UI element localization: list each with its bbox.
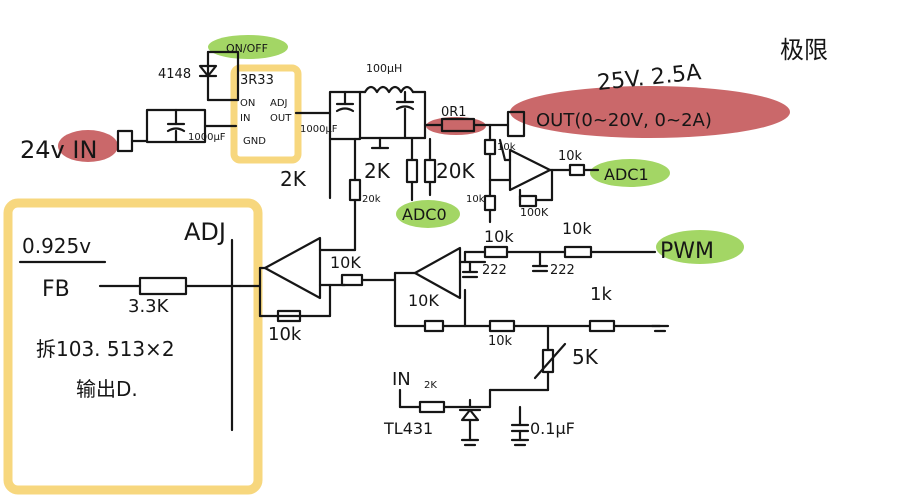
cap-in-label: 1000μF	[188, 132, 226, 143]
cap-out-label: 1000μF	[300, 124, 338, 135]
r-10k-rc2-label: 10k	[562, 219, 592, 238]
input-connector	[116, 129, 134, 153]
opamp-pwm	[413, 246, 462, 300]
opamp-current	[508, 148, 552, 192]
highlights	[3, 35, 790, 495]
adj-resistor-label: 3.3K	[128, 296, 170, 317]
cap-ref-label: 0.1μF	[530, 419, 575, 438]
r-10k-fb-label: 10K	[408, 291, 439, 310]
adj-voltage: 0.925v	[22, 234, 91, 258]
output-label: OUT(0~20V, 0~2A)	[536, 110, 712, 131]
labels: 24v IN 25V. 2.5A 极限 OUT(0~20V, 0~2A) 3R3…	[20, 36, 828, 438]
adj-note-line2: 输出D.	[76, 377, 138, 401]
inductor-label: 100μH	[366, 62, 402, 75]
r-10k-top-label: 10k	[497, 142, 516, 153]
r-1k-label: 1k	[590, 284, 612, 305]
ref-in-label: IN	[392, 369, 411, 390]
pwm-highlight	[656, 230, 744, 264]
ref-ic-label: TL431	[383, 419, 433, 438]
adj-highlight-box	[3, 198, 263, 495]
r-20k-b-label: 20k	[362, 194, 381, 205]
wiring	[18, 50, 670, 447]
adj-title: ADJ	[184, 218, 226, 246]
adc1-label: ADC1	[604, 165, 649, 184]
r-10k-rc1-label: 10k	[484, 227, 514, 246]
diode-4148	[198, 64, 218, 78]
adc0-label: ADC0	[402, 205, 447, 224]
switch-label: ON/OFF	[226, 42, 268, 55]
adc0-highlight	[396, 200, 460, 228]
pin-adj: ADJ	[270, 98, 288, 109]
r-10k-out-label: 10k	[558, 149, 583, 164]
pin-in: IN	[240, 113, 250, 124]
resistor-3k3	[138, 276, 188, 296]
adc1-highlight	[590, 159, 670, 187]
pot-label: 5K	[572, 345, 599, 369]
r-10k-bottom-label: 10k	[488, 334, 513, 349]
adj-fb: FB	[42, 277, 70, 302]
diode-label: 4148	[158, 67, 191, 82]
output-title-suffix: 极限	[780, 36, 828, 64]
shunt-label: 0R1	[441, 105, 467, 120]
inductor-100uh	[363, 85, 415, 94]
output-connector	[506, 110, 526, 138]
r-2k-b-label: 2K	[364, 159, 391, 183]
input-highlight	[58, 130, 118, 162]
input-label: 24v IN	[20, 136, 97, 164]
pin-gnd: GND	[243, 136, 266, 147]
pin-on: ON	[240, 98, 255, 109]
r-20k-a-label: 20K	[436, 159, 475, 183]
r-10k-low-label: 10k	[268, 324, 302, 345]
opamp-error	[263, 236, 322, 300]
regulator-part: 3R33	[240, 73, 274, 88]
r-10k-mid-label: 10K	[330, 253, 361, 272]
adj-note-line1: 拆103. 513×2	[36, 337, 175, 361]
r-2k-a-label: 2K	[280, 167, 307, 191]
tl431-symbol	[458, 408, 482, 422]
r-2k-ref-label: 2K	[424, 380, 437, 391]
r-10k-amp-label: 10k	[466, 194, 485, 205]
cap-rc1-label: 222	[482, 263, 507, 278]
cap-rc2-label: 222	[550, 263, 575, 278]
output-highlight	[510, 86, 790, 138]
pwm-label: PWM	[660, 239, 714, 264]
r-100k-label: 100K	[520, 206, 549, 219]
pin-out: OUT	[270, 113, 292, 124]
